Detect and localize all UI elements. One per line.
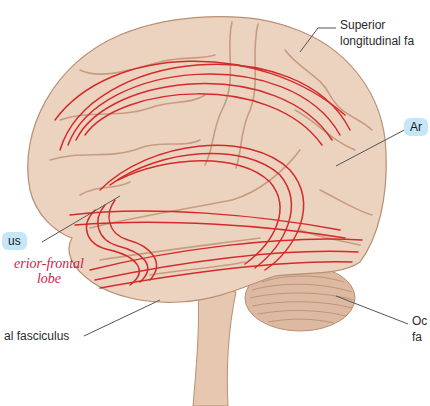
- structure-label: Oc fa: [412, 314, 427, 345]
- cerebellum-folia: [250, 276, 354, 323]
- leader-lines: [42, 28, 408, 336]
- gyri: [50, 22, 372, 275]
- structure-label: Superior longitudinal fa: [340, 18, 426, 49]
- box-text: Ar: [410, 120, 422, 134]
- handwritten-note: erior-frontal lobe: [2, 256, 96, 287]
- box-text: us: [8, 234, 21, 248]
- association-fibers: [55, 61, 362, 288]
- highlight-box: Ar: [404, 118, 428, 136]
- brainstem: [193, 285, 236, 406]
- structure-label: al fasciculus: [4, 329, 69, 345]
- highlight-box: us: [2, 232, 27, 250]
